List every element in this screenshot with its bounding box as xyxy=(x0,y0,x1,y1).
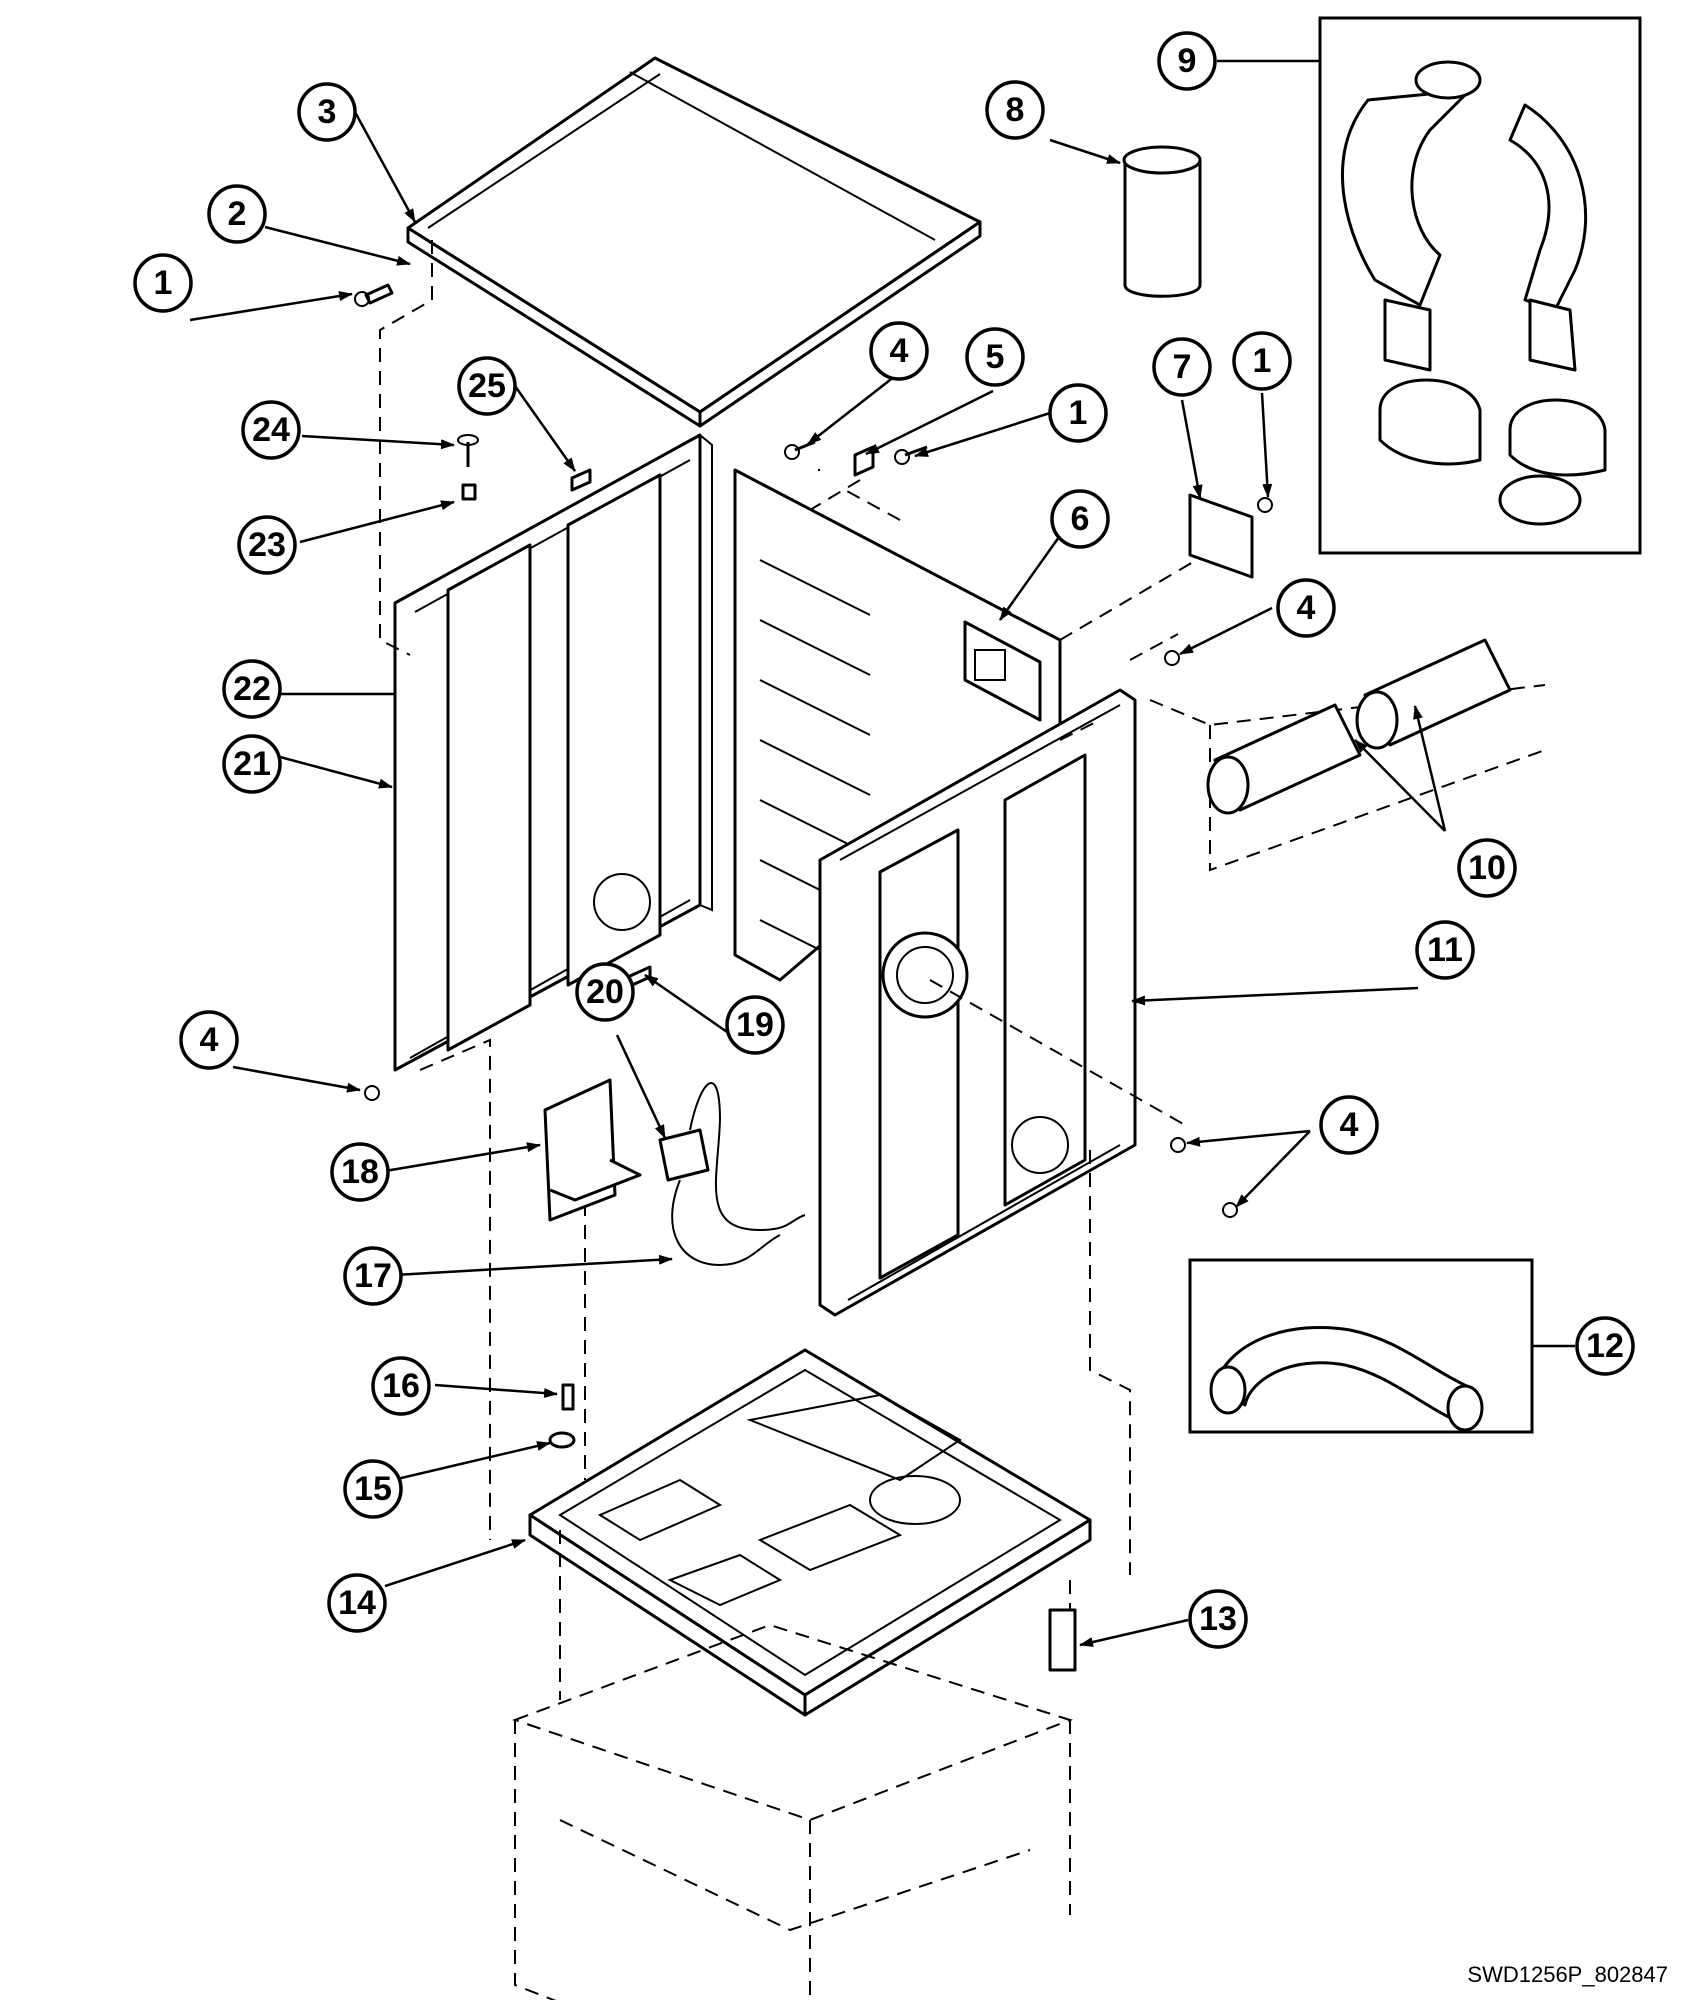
svg-text:10: 10 xyxy=(1468,849,1506,887)
svg-text:21: 21 xyxy=(233,745,271,783)
rear-panel xyxy=(733,468,1062,982)
svg-text:19: 19 xyxy=(736,1006,774,1044)
callout-17: 17 xyxy=(343,1246,403,1306)
left-side-panel xyxy=(393,433,713,1072)
callout-1-plate: 1 xyxy=(1232,331,1292,391)
leveling-leg-13 xyxy=(1048,1608,1077,1672)
callout-4-side-bottom: 4 xyxy=(1319,1095,1379,1155)
wire-harness-17 xyxy=(671,1082,806,1267)
svg-text:24: 24 xyxy=(252,411,290,449)
bracket-18 xyxy=(543,1078,642,1222)
svg-text:7: 7 xyxy=(1173,348,1192,386)
svg-text:12: 12 xyxy=(1586,1327,1624,1365)
svg-text:9: 9 xyxy=(1178,42,1197,80)
svg-text:4: 4 xyxy=(890,332,909,370)
callout-12: 12 xyxy=(1575,1316,1635,1376)
callout-19: 19 xyxy=(725,995,785,1055)
svg-text:13: 13 xyxy=(1199,1600,1237,1638)
svg-text:2: 2 xyxy=(228,195,247,233)
callout-1-rear: 1 xyxy=(1048,383,1108,443)
callout-5: 5 xyxy=(965,327,1025,387)
clip-25 xyxy=(570,468,592,492)
screw-1-c xyxy=(1257,497,1273,513)
svg-text:22: 22 xyxy=(233,670,271,708)
svg-text:17: 17 xyxy=(354,1257,392,1295)
callout-23: 23 xyxy=(237,515,297,575)
callout-7: 7 xyxy=(1152,337,1212,397)
vent-kit-box xyxy=(1318,16,1642,555)
svg-text:5: 5 xyxy=(986,338,1005,376)
callout-16: 16 xyxy=(371,1356,431,1416)
svg-text:18: 18 xyxy=(341,1153,379,1191)
base-pan xyxy=(528,1348,1092,1717)
vent-kit-9 xyxy=(1341,60,1607,526)
callout-6: 6 xyxy=(1050,489,1110,549)
callout-9: 9 xyxy=(1157,31,1217,91)
callout-13: 13 xyxy=(1188,1589,1248,1649)
svg-text:4: 4 xyxy=(1297,589,1316,627)
svg-text:23: 23 xyxy=(248,526,286,564)
callout-18: 18 xyxy=(330,1142,390,1202)
callout-22: 22 xyxy=(222,659,282,719)
screw-24 xyxy=(457,434,479,467)
callout-3: 3 xyxy=(297,82,357,142)
callout-4-rear: 4 xyxy=(869,321,929,381)
callout-15: 15 xyxy=(343,1459,403,1519)
svg-text:1: 1 xyxy=(1253,342,1272,380)
svg-text:4: 4 xyxy=(1340,1106,1359,1144)
plate-7 xyxy=(1188,493,1254,579)
callout-24: 24 xyxy=(241,400,301,460)
svg-text:6: 6 xyxy=(1071,500,1090,538)
flex-hose-12 xyxy=(1209,1326,1484,1432)
screw-4-a xyxy=(784,440,816,460)
figure-code: SWD1256P_802847 xyxy=(1467,1962,1668,1987)
screw-4-e xyxy=(1222,1202,1238,1218)
callout-4-left-bottom: 4 xyxy=(179,1010,239,1070)
svg-text:15: 15 xyxy=(354,1470,392,1508)
lower-unit-outline xyxy=(512,1623,1074,2000)
callout-1-top-cover-screw: 1 xyxy=(133,253,193,313)
callout-4-side-top: 4 xyxy=(1276,578,1336,638)
svg-text:1: 1 xyxy=(1069,394,1088,432)
svg-text:20: 20 xyxy=(586,973,624,1011)
svg-text:8: 8 xyxy=(1006,91,1025,129)
bolt-16 xyxy=(561,1383,575,1411)
svg-text:4: 4 xyxy=(200,1021,219,1059)
screw-4-d xyxy=(1170,1137,1186,1153)
callout-2: 2 xyxy=(207,184,267,244)
spacer-23 xyxy=(461,483,477,501)
screw-1-top xyxy=(354,283,394,307)
callout-8: 8 xyxy=(985,80,1045,140)
leader-lines xyxy=(189,59,1575,1647)
svg-text:3: 3 xyxy=(318,93,337,131)
screw-1-b xyxy=(894,445,928,465)
washer-15 xyxy=(548,1431,576,1449)
svg-text:25: 25 xyxy=(468,367,506,405)
adapter-8 xyxy=(1122,145,1202,298)
callout-21: 21 xyxy=(222,734,282,794)
vent-pipe-10 xyxy=(1206,638,1512,815)
screw-4-c xyxy=(364,1085,380,1101)
svg-text:11: 11 xyxy=(1427,931,1463,969)
svg-text:1: 1 xyxy=(154,264,173,302)
terminal-block-20 xyxy=(658,1128,710,1182)
right-side-panel xyxy=(818,688,1137,1317)
top-cover xyxy=(406,56,982,428)
svg-text:16: 16 xyxy=(382,1367,420,1405)
callout-11: 11 xyxy=(1415,920,1475,980)
callout-10: 10 xyxy=(1457,838,1517,898)
callout-25: 25 xyxy=(457,356,517,416)
svg-text:14: 14 xyxy=(338,1584,376,1622)
callout-20: 20 xyxy=(575,962,635,1022)
callout-14: 14 xyxy=(327,1573,387,1633)
screw-4-b xyxy=(1164,650,1180,666)
